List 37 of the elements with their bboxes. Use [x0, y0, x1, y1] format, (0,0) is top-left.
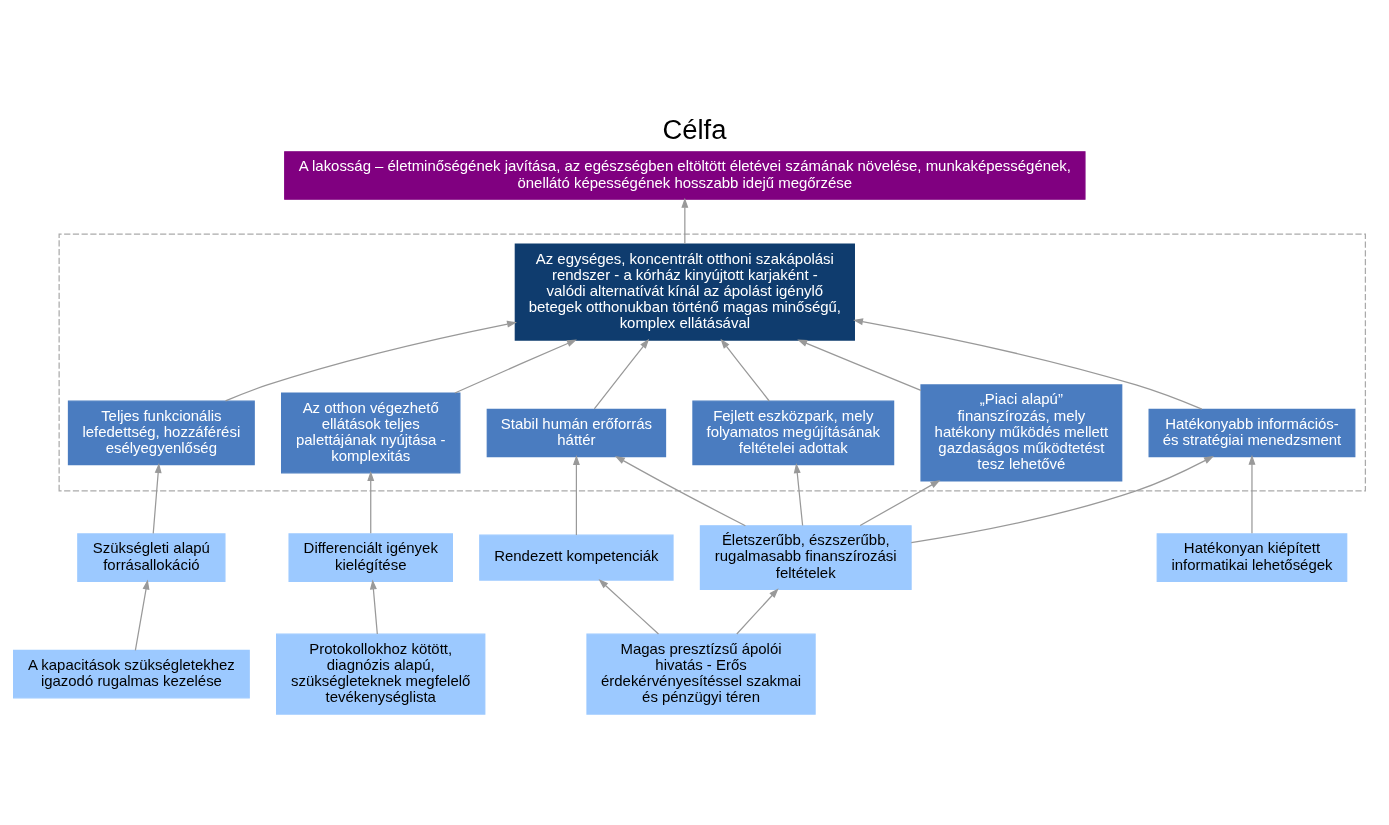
node-box: Teljes funkcionális lefedettség, hozzáférési esélyegyenlőség [67, 400, 255, 465]
node-box: Protokollokhoz kötött, diagnózis alapú, szükségleteknek megfelelő tevékenységlista [276, 633, 486, 715]
arrow [681, 197, 689, 244]
node-box: Differenciált igények kielégítése [288, 532, 453, 582]
arrow [369, 578, 378, 635]
arrow [797, 339, 922, 391]
node-box: Életszerűbb, észszerűbb, rugalmasabb finanszírozási feltételek [699, 524, 912, 590]
node-box: Hatékonyan kiépített informatikai lehetőségek [1156, 532, 1348, 582]
arrow [454, 338, 577, 394]
node-box: Az egységes, koncentrált otthoni szakápolási rendszer - a kórház kinyújtott karjaként - valódi alternatívát kínál az ápolást igénylő betegek otthonukban történő magas minőségű, komplex ellátásával [514, 243, 855, 341]
node-box: Az otthon végezhető ellátások teljes palettájának nyújtása - komplexitás [281, 391, 461, 473]
node-box: Rendezett kompetenciák [479, 534, 674, 581]
arrow [793, 462, 804, 526]
arrow [614, 455, 746, 526]
node-box: Fejlett eszközpark, mely folyamatos megújításának feltételei adottak [692, 400, 895, 465]
arrow [720, 338, 770, 402]
arrow [572, 454, 580, 536]
diagram-title: Célfa [662, 113, 727, 145]
node-box: Stabil humán erőforrás háttér [486, 408, 667, 457]
arrow [598, 578, 660, 635]
arrow [736, 587, 779, 635]
node-box: „Piaci alapú” finanszírozás, mely hatékony működés mellett gazdaságos működtetést tesz lehetővé [920, 383, 1123, 482]
arrow [593, 338, 650, 409]
arrow [152, 462, 162, 534]
node-box: Hatékonyabb információs- és stratégiai menedzsment [1148, 408, 1356, 457]
node-box: Magas presztízsű ápolói hivatás - Erős érdekérvényesítéssel szakmai és pénzügyi téren [586, 633, 816, 715]
arrow [134, 578, 150, 651]
arrow [224, 320, 517, 402]
cluster [58, 233, 1366, 492]
arrow [859, 479, 941, 526]
node-box: A kapacitások szükségletekhez igazodó rugalmas kezelése [13, 649, 250, 698]
arrow [910, 455, 1214, 543]
arrow [367, 470, 375, 534]
node-box: A lakosság – életminőségének javítása, az egészségben eltöltött életévei számának növelése, munkaképességének, önellátó képességének hosszabb idejű megőrzése [284, 150, 1086, 200]
node-box: Szükségleti alapú forrásallokáció [77, 532, 226, 582]
arrow [853, 317, 1203, 410]
arrow [1248, 454, 1256, 534]
